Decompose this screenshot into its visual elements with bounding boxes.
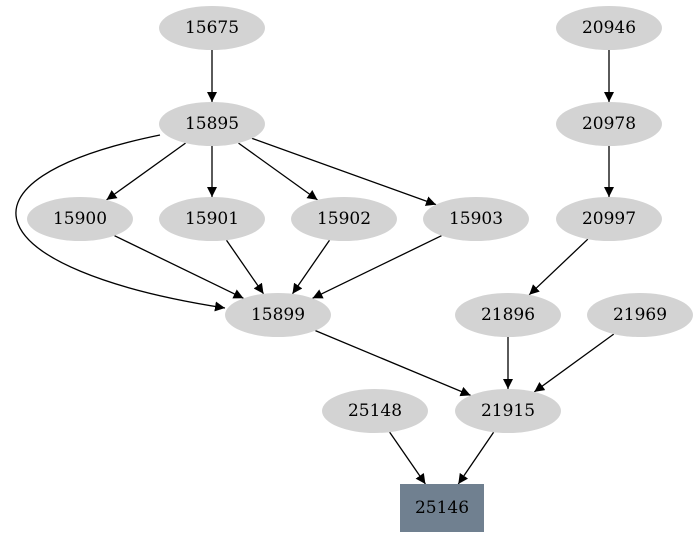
node-20997[interactable]: 20997 bbox=[556, 197, 662, 241]
node-label: 15895 bbox=[185, 114, 239, 134]
node-15899[interactable]: 15899 bbox=[225, 293, 331, 337]
node-25148[interactable]: 25148 bbox=[322, 389, 428, 433]
node-label: 20946 bbox=[582, 18, 636, 38]
node-ellipse-shape bbox=[423, 197, 529, 241]
node-ellipse-shape bbox=[159, 6, 265, 50]
node-ellipse-shape bbox=[455, 389, 561, 433]
node-label: 15901 bbox=[185, 209, 239, 229]
node-label: 25148 bbox=[348, 401, 402, 421]
node-20978[interactable]: 20978 bbox=[556, 102, 662, 146]
node-label: 15903 bbox=[449, 209, 503, 229]
node-21915[interactable]: 21915 bbox=[455, 389, 561, 433]
node-ellipse-shape bbox=[556, 6, 662, 50]
node-ellipse-shape bbox=[159, 197, 265, 241]
edge-15895-to-15902 bbox=[238, 142, 318, 201]
node-15901[interactable]: 15901 bbox=[159, 197, 265, 241]
node-ellipse-shape bbox=[322, 389, 428, 433]
edge-15903-to-15899 bbox=[312, 235, 442, 299]
node-label: 15900 bbox=[53, 209, 107, 229]
node-15895[interactable]: 15895 bbox=[159, 102, 265, 146]
node-label: 15675 bbox=[185, 18, 239, 38]
node-label: 21969 bbox=[613, 305, 667, 325]
node-25146[interactable]: 25146 bbox=[400, 484, 484, 532]
node-ellipse-shape bbox=[455, 293, 561, 337]
nodes-layer: 15675 15895 15900 15901 15902 15903 15899 20946… bbox=[27, 6, 693, 532]
edge-21969-to-21915 bbox=[533, 333, 615, 393]
node-21969[interactable]: 21969 bbox=[587, 293, 693, 337]
node-15903[interactable]: 15903 bbox=[423, 197, 529, 241]
edge-20997-to-21896 bbox=[528, 238, 589, 296]
node-label: 15902 bbox=[317, 209, 371, 229]
node-label: 21915 bbox=[481, 401, 535, 421]
edge-15895-to-15903 bbox=[251, 137, 437, 206]
node-label: 15899 bbox=[251, 305, 305, 325]
node-ellipse-shape bbox=[556, 197, 662, 241]
node-label: 21896 bbox=[481, 305, 535, 325]
node-label: 20978 bbox=[582, 114, 636, 134]
node-ellipse-shape bbox=[225, 293, 331, 337]
edge-15901-to-15899 bbox=[225, 239, 265, 295]
node-15902[interactable]: 15902 bbox=[291, 197, 397, 241]
edge-25148-to-25146 bbox=[389, 431, 426, 485]
node-21896[interactable]: 21896 bbox=[455, 293, 561, 337]
edge-15900-to-15899 bbox=[114, 235, 244, 299]
edge-15902-to-15899 bbox=[291, 239, 331, 295]
node-ellipse-shape bbox=[27, 197, 133, 241]
edge-21915-to-25146 bbox=[457, 431, 495, 485]
edge-15895-to-15900 bbox=[106, 142, 186, 201]
edge-15895-to-15899 bbox=[15, 134, 226, 312]
node-ellipse-shape bbox=[159, 102, 265, 146]
node-label: 20997 bbox=[582, 209, 636, 229]
node-15675[interactable]: 15675 bbox=[159, 6, 265, 50]
node-ellipse-shape bbox=[556, 102, 662, 146]
edges-layer bbox=[15, 50, 615, 485]
node-15900[interactable]: 15900 bbox=[27, 197, 133, 241]
node-ellipse-shape bbox=[291, 197, 397, 241]
node-20946[interactable]: 20946 bbox=[556, 6, 662, 50]
node-ellipse-shape bbox=[587, 293, 693, 337]
node-label: 25146 bbox=[415, 498, 469, 518]
node-box-shape bbox=[400, 484, 484, 532]
edge-15899-to-21915 bbox=[315, 330, 471, 397]
